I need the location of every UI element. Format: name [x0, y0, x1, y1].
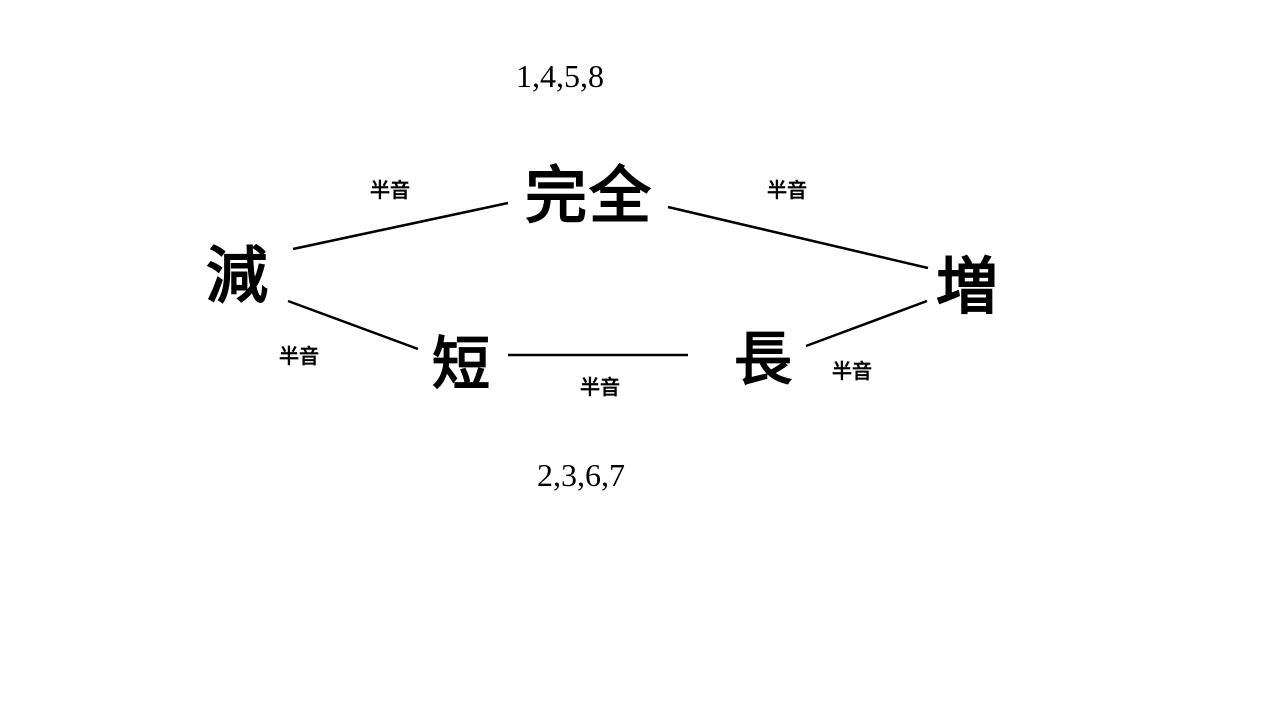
- node-major: 長: [733, 325, 795, 393]
- edge-major-augmented: [805, 299, 928, 348]
- edge-label-perfect-augmented: 半音: [767, 178, 807, 202]
- node-perfect: 完全: [524, 159, 654, 232]
- node-minor: 短: [431, 330, 493, 398]
- major-minor-interval-numbers: 2,3,6,7: [537, 457, 625, 493]
- edge-label-diminished-perfect: 半音: [370, 178, 410, 202]
- node-diminished: 減: [205, 239, 271, 312]
- edge-diminished-perfect: [292, 201, 509, 251]
- perfect-interval-numbers: 1,4,5,8: [516, 58, 604, 94]
- edge-label-diminished-minor: 半音: [279, 344, 319, 368]
- edge-label-minor-major: 半音: [580, 375, 620, 399]
- edge-diminished-minor: [287, 299, 419, 351]
- edge-label-major-augmented: 半音: [832, 359, 872, 383]
- edge-perfect-augmented: [667, 205, 929, 270]
- node-augmented: 増: [935, 250, 1001, 323]
